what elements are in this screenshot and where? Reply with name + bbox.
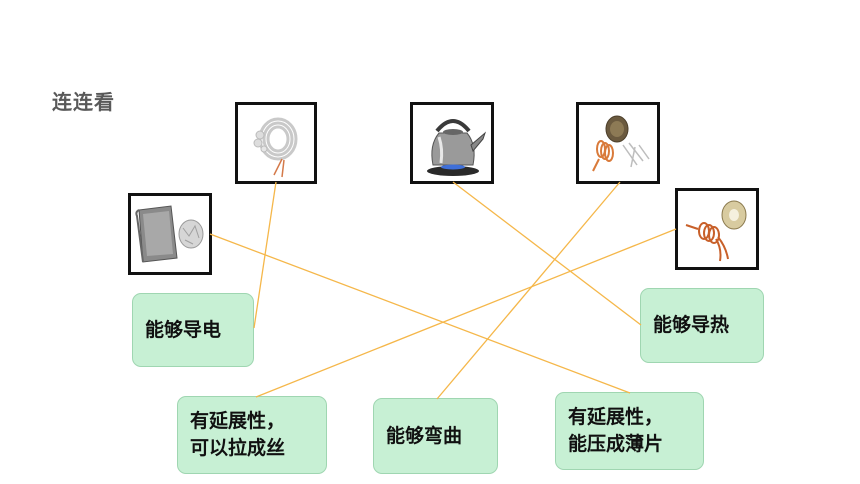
label-text-line1: 有延展性， bbox=[190, 410, 286, 433]
foil-sheet-icon bbox=[135, 205, 204, 263]
connector-kettle-to-conduct-heat bbox=[452, 181, 642, 326]
label-text-line2: 可以拉成丝 bbox=[190, 437, 286, 459]
label-conduct-heat[interactable]: 能够导热 bbox=[640, 288, 764, 363]
picture-kettle[interactable] bbox=[410, 102, 494, 184]
picture-foil-sheet[interactable] bbox=[128, 193, 212, 275]
connector-wire-to-conduct-electricity bbox=[253, 181, 277, 329]
copper-wire-spool-icon bbox=[685, 200, 747, 262]
label-text-line1: 有延展性， bbox=[568, 406, 664, 429]
connector-spool-to-ductile-wire bbox=[255, 228, 677, 398]
label-text: 能够导电 bbox=[145, 318, 222, 341]
label-text: 能够导热 bbox=[653, 314, 730, 337]
label-text-line2: 能压成薄片 bbox=[568, 433, 664, 455]
connector-foil-to-malleable-sheet bbox=[209, 233, 631, 394]
picture-copper-coil-and-pins[interactable] bbox=[576, 102, 660, 184]
label-bendable[interactable]: 能够弯曲 bbox=[373, 398, 498, 474]
label-ductile-wire[interactable]: 有延展性， 可以拉成丝 bbox=[177, 396, 327, 474]
page-title: 连连看 bbox=[52, 90, 115, 114]
label-text: 能够弯曲 bbox=[386, 424, 463, 447]
wire-bundle-icon bbox=[253, 117, 298, 178]
label-conduct-electricity[interactable]: 能够导电 bbox=[132, 293, 254, 367]
picture-copper-wire-spool[interactable] bbox=[675, 188, 759, 270]
connector-coil-to-bendable bbox=[436, 181, 621, 400]
kettle-icon bbox=[427, 119, 487, 176]
picture-wire-bundle[interactable] bbox=[235, 102, 317, 184]
label-malleable-sheet[interactable]: 有延展性， 能压成薄片 bbox=[555, 392, 704, 470]
copper-coil-and-pins-icon bbox=[592, 115, 650, 172]
